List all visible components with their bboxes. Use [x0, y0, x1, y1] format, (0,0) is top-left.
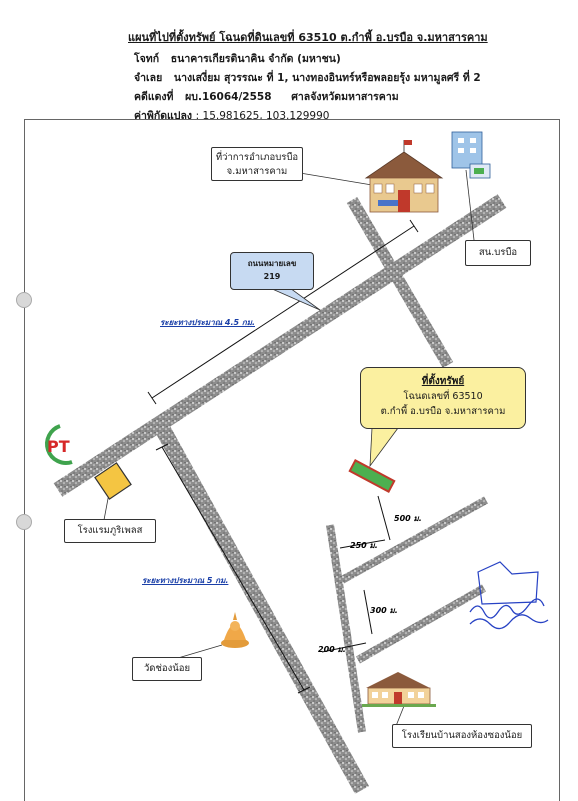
leader-school: [395, 705, 405, 727]
distance-200m-label: 200 ม.: [318, 645, 346, 654]
temple-callout: วัดช่องน้อย: [132, 657, 202, 681]
distance-500m-label: 500 ม.: [394, 514, 422, 523]
hotel-marker: [94, 462, 132, 500]
distance-arrows: [147, 219, 419, 694]
case-value: ผบ.16064/2558: [185, 91, 272, 103]
arrow-5km-tick-end: [297, 686, 311, 694]
document-title: แผนที่ไปที่ตั้งทรัพย์ โฉนดที่ดินเลขที่ 6…: [128, 31, 488, 44]
defendant-label: จำเลย: [134, 72, 163, 84]
district-road: [346, 196, 454, 369]
logo-text: PT: [47, 437, 70, 456]
case-row: คดีแดงที่ ผบ.16064/2558 ศาลจังหวัดมหาสาร…: [134, 88, 399, 105]
property-plot-marker: [348, 459, 396, 493]
school-callout: โรงเรียนบ้านสองห้องซองน้อย: [392, 724, 532, 748]
side-road-lower: [356, 584, 486, 664]
hotel-callout: โรงแรมภูริเพลส: [64, 519, 156, 543]
side-road-vertical: [326, 524, 366, 733]
distance-250m-label: 250 ม.: [350, 541, 378, 550]
district-office-callout: ที่ว่าการอำเภอบรบือ จ.มหาสารคาม: [211, 147, 303, 181]
distance-300m-label: 300 ม.: [370, 606, 398, 615]
highway-line1: ถนนหมายเลข: [247, 259, 297, 268]
arrow-5km: [161, 446, 305, 691]
plaintiff-label: โจทก์: [134, 53, 160, 65]
hotel-label: โรงแรมภูริเพลส: [77, 525, 143, 536]
defendant-row: จำเลย นางเสงี่ยม สุวรรณะ ที่ 1, นางทองอิ…: [134, 69, 481, 86]
map-frame: [24, 119, 560, 801]
property-line2: ต.กำพี้ อ.บรบือ จ.มหาสารคาม: [380, 406, 506, 417]
plaintiff-value: ธนาคารเกียรตินาคิน จำกัด (มหาชน): [170, 53, 341, 65]
property-line1: โฉนดเลขที่ 63510: [403, 391, 483, 402]
highway-line2: 219: [263, 272, 281, 281]
arrow-4-5km: [151, 225, 415, 399]
arrow-200m: [321, 642, 367, 653]
pt-logo-icon: PT: [45, 424, 73, 465]
leader-police: [465, 169, 475, 241]
property-title: ที่ตั้งทรัพย์: [421, 376, 465, 387]
signature-mark: [469, 561, 549, 630]
property-callout-pointer: [369, 427, 399, 468]
district-office-line1: ที่ว่าการอำเภอบรบือ: [215, 152, 299, 163]
case-label: คดีแดงที่: [134, 91, 174, 103]
temple-label: วัดช่องน้อย: [143, 663, 191, 674]
property-callout: ที่ตั้งทรัพย์ โฉนดเลขที่ 63510 ต.กำพี้ อ…: [360, 367, 526, 429]
leader-district-office: [299, 172, 373, 186]
arrow-250m: [339, 539, 386, 549]
school-building-icon: [362, 672, 436, 707]
defendant-value: นางเสงี่ยม สุวรรณะ ที่ 1, นางทองอินทร์หร…: [173, 72, 481, 84]
arrow-4-5km-tick-end: [409, 219, 419, 233]
school-label: โรงเรียนบ้านสองห้องซองน้อย: [401, 730, 523, 741]
police-station-building-icon: [451, 131, 491, 179]
punch-hole-top: [16, 292, 32, 308]
distance-5km-label: ระยะทางประมาณ 5 กม.: [142, 576, 229, 585]
arrow-4-5km-tick-start: [147, 391, 157, 405]
leader-temple: [177, 644, 223, 659]
district-office-line2: จ.มหาสารคาม: [226, 166, 288, 177]
district-office-building-icon: [364, 140, 444, 213]
distance-4-5km-label: ระยะทางประมาณ 4.5 กม.: [160, 318, 256, 327]
side-road-upper: [340, 496, 488, 584]
police-station-callout: สน.บรบือ: [465, 240, 531, 266]
main-south-road: [154, 424, 370, 794]
callout-leaders: [103, 169, 475, 727]
punch-hole-bottom: [16, 514, 32, 530]
highway-219-road: [53, 194, 507, 497]
plaintiff-row: โจทก์ ธนาคารเกียรตินาคิน จำกัด (มหาชน): [134, 50, 341, 67]
arrow-5km-tick-start: [155, 443, 169, 451]
court-name: ศาลจังหวัดมหาสารคาม: [291, 91, 399, 103]
arrow-500m: [377, 495, 391, 541]
road-network: [53, 194, 507, 794]
temple-buddha-icon: [221, 612, 249, 648]
highway-callout-pointer: [269, 287, 321, 311]
arrow-300m: [363, 589, 373, 635]
highway-219-callout: ถนนหมายเลข 219: [230, 252, 314, 290]
police-station-label: สน.บรบือ: [478, 247, 518, 258]
